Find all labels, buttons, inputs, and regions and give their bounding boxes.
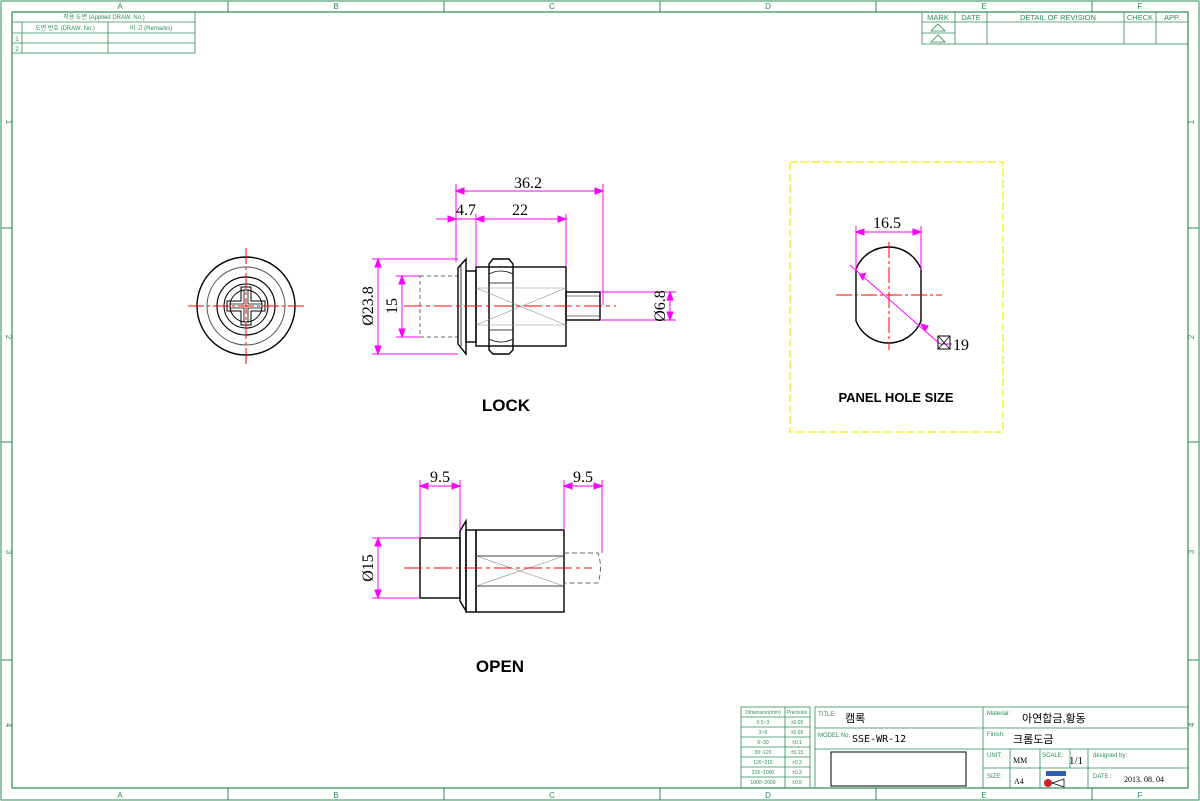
lock-view-label: LOCK [482, 396, 531, 415]
applied-table-header: 적용 도면 (Applied DRAW. No.) [63, 13, 145, 21]
dim-flange-diameter: Ø23.8 [360, 286, 377, 326]
col-label-b: B [333, 2, 338, 11]
col-label-d-bottom: D [765, 791, 771, 800]
finish-label: Finish: [987, 732, 1005, 738]
row-label-4-right: 4 [1187, 722, 1196, 727]
tolerance-value: ±0.5 [792, 780, 802, 786]
applied-drawing-table: 적용 도면 (Applied DRAW. No.) 도면 번호 (DRAW. N… [11, 11, 196, 54]
model-label: MODEL No. [818, 733, 850, 739]
col-label-c-bottom: C [549, 791, 555, 800]
dim-flange-thickness: 4.7 [456, 202, 476, 219]
title-value: 캠록 [845, 712, 865, 725]
revision-header-detail: DETAIL OF REVISION [1020, 13, 1096, 22]
dim-open-diameter: Ø15 [360, 554, 377, 582]
col-label-e-bottom: E [981, 791, 986, 800]
col-label-c: C [549, 2, 555, 11]
designed-by-label: designed by: [1093, 753, 1127, 759]
col-label-a: A [117, 2, 123, 11]
border-zone-labels: A B C D E F A B C D E F 1 2 3 4 1 2 3 4 [4, 2, 1196, 800]
applied-table-row-1: 1 [15, 37, 19, 43]
dim-open-left: 9.5 [430, 469, 450, 486]
size-value: A4 [1014, 777, 1024, 786]
scale-label: SCALE: [1042, 753, 1064, 759]
title-label: TITLE: [818, 712, 836, 718]
row-label-2: 2 [4, 335, 13, 340]
col-label-d: D [765, 2, 771, 11]
open-side-view [404, 518, 601, 614]
material-value: 아연합금,황동 [1022, 712, 1086, 725]
panel-hole-view: 16.5 19 PANEL HOLE SIZE [789, 161, 1004, 433]
tolerance-range: 315~1000 [752, 770, 775, 776]
tolerance-value: ±0.1 [792, 740, 802, 746]
revision-table: MARK DATE DETAIL OF REVISION CHECK APP. [921, 11, 1189, 45]
panel-view-label: PANEL HOLE SIZE [838, 390, 953, 405]
applied-table-col-remarks: 비 고 (Remarks) [130, 24, 172, 32]
lock-side-view [404, 257, 616, 356]
unit-value: MM [1013, 756, 1027, 765]
dim-body-length: 22 [512, 202, 528, 219]
tolerance-range: 1000~2000 [750, 780, 775, 786]
col-label-e: E [981, 2, 986, 11]
dim-panel-width: 16.5 [873, 215, 901, 232]
dim-shaft-diameter: Ø6.8 [652, 290, 669, 322]
open-dimension-labels: 9.5 9.5 Ø15 [360, 469, 593, 582]
tolerance-header-precision: Precision [787, 710, 808, 716]
row-label-1: 1 [4, 120, 13, 125]
title-block: TITLE: MODEL No. Material: Finish: UNIT:… [814, 706, 1189, 789]
tolerance-header-dimension: Dimension(mm) [745, 710, 781, 716]
tolerance-value: ±0.3 [792, 770, 802, 776]
scale-value: 1/1 [1069, 755, 1083, 767]
tolerance-range: 0.5~3 [757, 720, 770, 726]
row-label-3-right: 3 [1187, 549, 1196, 554]
applied-table-row-2: 2 [15, 47, 19, 53]
tolerance-value: ±0.2 [792, 760, 802, 766]
dim-body-height: 15 [384, 298, 401, 314]
tolerance-range: 6~30 [757, 740, 768, 746]
date-value: 2013. 08. 04 [1124, 775, 1164, 784]
dim-panel-square: 19 [953, 337, 969, 354]
tolerance-range: 3~6 [759, 730, 768, 736]
col-label-f-bottom: F [1138, 791, 1143, 800]
row-label-2-right: 2 [1187, 334, 1196, 339]
tolerance-range: 30~120 [755, 750, 772, 756]
material-label: Material: [987, 711, 1010, 717]
company-logo-icon [1044, 771, 1066, 788]
row-label-4: 4 [4, 723, 13, 728]
lock-dimensions [372, 184, 676, 356]
size-label: SIZE: [987, 774, 1002, 780]
row-label-3: 3 [4, 550, 13, 555]
col-label-b-bottom: B [333, 791, 338, 800]
col-label-f: F [1138, 2, 1143, 11]
tolerance-value: ±0.05 [791, 730, 804, 736]
square-symbol-icon [937, 335, 951, 350]
revision-header-date: DATE [961, 13, 980, 22]
open-dimensions [372, 480, 604, 600]
row-label-1-right: 1 [1187, 119, 1196, 124]
dim-open-right: 9.5 [573, 469, 593, 486]
finish-value: 크롬도금 [1013, 733, 1053, 746]
revision-header-mark: MARK [927, 13, 949, 22]
date-label: DATE : [1093, 774, 1112, 780]
front-view [188, 248, 304, 364]
open-view-label: OPEN [476, 657, 524, 676]
lock-dimension-labels: 36.2 4.7 22 Ø23.8 15 Ø6.8 [360, 175, 669, 326]
tolerance-table: Dimension(mm) Precision 0.5~3 ±0.05 3~6 … [740, 706, 811, 789]
applied-table-col-drawno: 도면 번호 (DRAW. No.) [35, 24, 95, 32]
tolerance-value: ±0.05 [791, 720, 804, 726]
dim-overall-length: 36.2 [514, 175, 542, 192]
blank-title-box [830, 751, 967, 787]
revision-header-app: APP. [1164, 13, 1180, 22]
revision-header-check: CHECK [1127, 13, 1153, 22]
col-label-a-bottom: A [117, 791, 123, 800]
tolerance-value: ±0.15 [791, 750, 804, 756]
unit-label: UNIT: [987, 753, 1002, 759]
tolerance-range: 120~315 [753, 760, 773, 766]
model-value: SSE-WR-12 [852, 734, 906, 745]
